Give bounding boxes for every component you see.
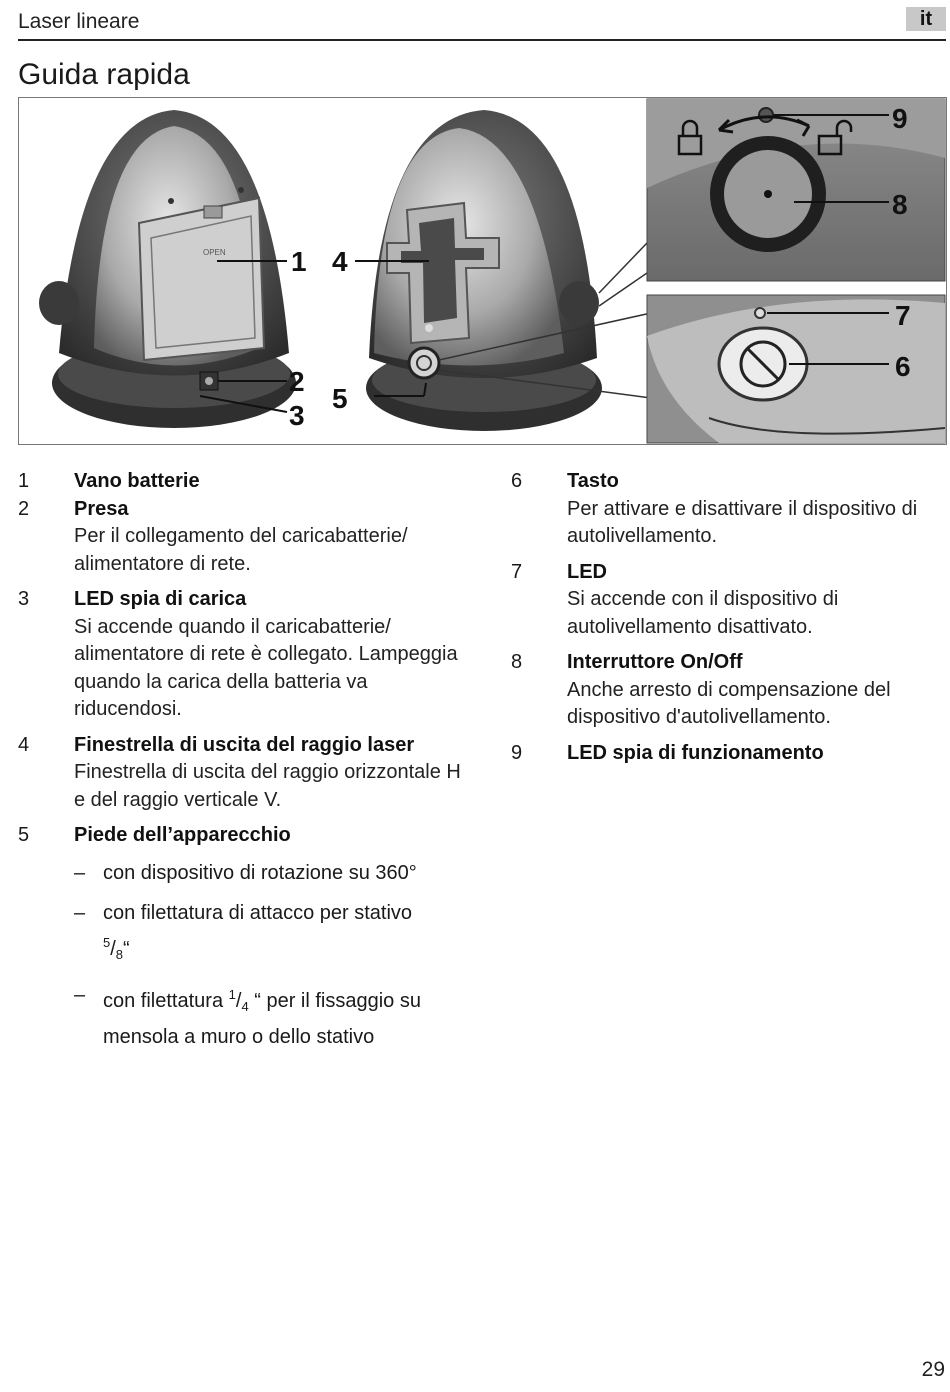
callout-9: 9 (892, 103, 908, 134)
side-knob-left (39, 281, 79, 325)
no-pendulum-icon (739, 340, 787, 388)
legend-item: 7 LED Si accende con il dispositivo di a… (511, 559, 931, 642)
list-item: – con dispositivo di rotazione su 360° (74, 858, 468, 888)
item-title: LED (567, 560, 607, 583)
product-figure: 1 2 3 4 5 6 7 8 9 OPEN (18, 97, 947, 445)
callout-1: 1 (291, 246, 307, 277)
legend-right-column: 6 Tasto Per attivare e disattivare il di… (511, 468, 931, 775)
callout-5: 5 (332, 383, 348, 414)
battery-compartment (137, 196, 266, 362)
fraction-slash: / (235, 989, 242, 1012)
legend-item: 6 Tasto Per attivare e disattivare il di… (511, 468, 931, 551)
item-description: Per attivare e disattivare il dispositiv… (567, 497, 918, 548)
legend-item: 4 Finestrella di uscita del raggio laser… (18, 732, 468, 815)
list-item: – con filettatura di attacco per stativo… (74, 898, 468, 970)
item-description: Finestrella di uscita del raggio orizzon… (74, 761, 461, 811)
fraction-suffix: “ (123, 937, 130, 960)
open-label: OPEN (203, 248, 226, 257)
legend-item: 2 Presa Per il collegamento del caricaba… (18, 496, 468, 579)
device-side-view (355, 110, 652, 431)
header-rule (18, 39, 946, 41)
inset-switch-view (646, 98, 946, 282)
power-led (758, 107, 774, 123)
dash-marker: – (74, 983, 86, 1006)
lock-open-icon (817, 119, 853, 156)
legend-item: 1 Vano batterie (18, 468, 468, 496)
callout-7: 7 (895, 300, 911, 331)
legend-item: 5 Piede dell’apparecchio – con dispositi… (18, 822, 468, 1052)
bullet-text: con filettatura di attacco per stativo (103, 901, 413, 924)
item-title: LED spia di carica (74, 588, 247, 610)
item-title: Vano batterie (74, 470, 200, 492)
item-description: Anche arresto di compensazione del dispo… (567, 678, 891, 729)
legend-item: 8 Interruttore On/Off Anche arresto di c… (511, 649, 931, 732)
side-knob-right (559, 281, 599, 325)
foot-feature-list: – con dispositivo di rotazione su 360° –… (74, 858, 468, 1052)
item-description: Per il collegamento del caricabatterie/ … (74, 525, 408, 575)
item-number: 1 (18, 470, 30, 492)
item-number: 5 (18, 824, 30, 846)
page-number: 29 (921, 1358, 945, 1381)
legend-item: 9 LED spia di funzionamento (511, 740, 931, 768)
list-item: – con filettatura 1/4 “ per il fissaggio… (74, 980, 468, 1052)
item-number: 2 (18, 497, 30, 520)
tasto-button (407, 346, 441, 380)
fraction-numerator: 5 (103, 934, 111, 950)
item-description: Si accende quando il caricabatterie/ ali… (74, 615, 458, 721)
legend-left-column: 1 Vano batterie 2 Presa Per il collegame… (18, 468, 468, 1062)
fraction-denominator: 4 (241, 998, 249, 1014)
bullet-text: con dispositivo di rotazione su 360° (103, 861, 417, 884)
callout-4: 4 (332, 246, 348, 277)
dash-marker: – (74, 901, 86, 924)
item-number: 7 (511, 560, 523, 583)
thread-fraction: 5/8 (103, 934, 124, 962)
item-title: Finestrella di uscita del raggio laser (74, 733, 415, 756)
header-title: Laser lineare (18, 10, 140, 33)
item-title: Presa (74, 497, 129, 520)
item-number: 6 (511, 470, 523, 492)
dash-marker: – (74, 861, 86, 884)
device-front-view (39, 110, 296, 428)
page-title: Guida rapida (18, 58, 190, 91)
fraction-slash: / (110, 937, 116, 960)
item-number: 9 (511, 741, 523, 764)
thread-fraction: 1/4 (228, 986, 249, 1014)
language-tag: it (906, 7, 946, 31)
product-illustration: 1 2 3 4 5 6 7 8 9 OPEN (39, 98, 946, 444)
bullet-text: con filettatura (103, 989, 224, 1012)
item-number: 8 (511, 651, 523, 673)
callout-8: 8 (892, 189, 908, 220)
callout-3: 3 (289, 400, 305, 431)
fraction-denominator: 8 (115, 946, 124, 962)
item-title: Interruttore On/Off (567, 651, 743, 673)
callout-6: 6 (895, 351, 911, 382)
item-title: LED spia di funzionamento (567, 741, 824, 764)
fraction-numerator: 1 (228, 986, 236, 1002)
item-number: 4 (18, 733, 30, 756)
item-title: Piede dell’apparecchio (74, 824, 291, 846)
lock-closed-icon (677, 119, 703, 156)
item-description: Si accende con il dispositivo di autoliv… (567, 588, 839, 638)
legend-item: 3 LED spia di carica Si accende quando i… (18, 586, 468, 724)
item-title: Tasto (567, 470, 619, 492)
callout-2: 2 (289, 366, 305, 397)
tasto-led (754, 307, 766, 319)
bullet-text-suffix: “ per il fissaggio su mensola a muro o d… (103, 989, 421, 1048)
inset-tasto-view (646, 294, 946, 444)
item-number: 3 (18, 588, 30, 610)
